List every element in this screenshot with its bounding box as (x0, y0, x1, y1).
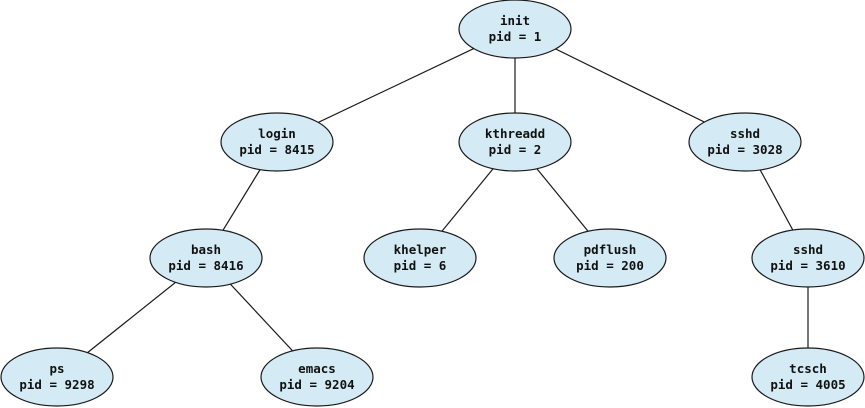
process-name: emacs (298, 361, 336, 376)
process-pid: pid = 1 (489, 29, 542, 44)
node-ellipse (220, 112, 334, 172)
process-pid: pid = 8416 (168, 258, 243, 273)
node-ellipse (751, 347, 865, 407)
process-pid: pid = 8415 (239, 142, 314, 157)
process-name: tcsch (789, 361, 827, 376)
process-name: khelper (394, 242, 447, 257)
process-name: sshd (793, 242, 823, 257)
node-ellipse (149, 228, 263, 288)
node-ellipse (0, 347, 114, 407)
node-ellipse (260, 347, 374, 407)
process-pid: pid = 9298 (19, 377, 94, 392)
process-name: ps (49, 361, 64, 376)
process-pid: pid = 200 (576, 258, 644, 273)
process-pid: pid = 9204 (279, 377, 354, 392)
process-pid: pid = 4005 (770, 377, 845, 392)
process-pid: pid = 2 (489, 142, 542, 157)
node-ellipse (458, 0, 572, 59)
node-ellipse (688, 112, 802, 172)
process-name: kthreadd (485, 126, 545, 141)
process-name: init (500, 13, 530, 28)
node-ellipse (458, 112, 572, 172)
tree-edges (56, 28, 809, 378)
process-name: bash (191, 242, 221, 257)
process-pid: pid = 3610 (770, 258, 845, 273)
process-name: sshd (730, 126, 760, 141)
process-name: login (258, 126, 296, 141)
node-ellipse (553, 228, 667, 288)
node-ellipse (363, 228, 477, 288)
process-name: pdflush (584, 242, 637, 257)
process-pid: pid = 6 (394, 258, 447, 273)
process-pid: pid = 3028 (707, 142, 782, 157)
node-ellipse (751, 228, 865, 288)
